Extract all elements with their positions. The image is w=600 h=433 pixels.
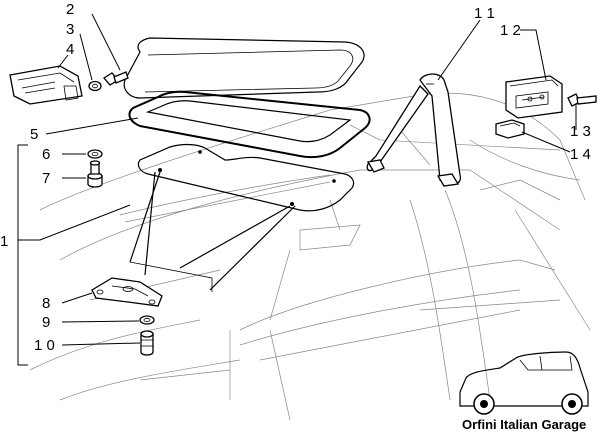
part-13-screw [567, 93, 597, 107]
part-14-clip [495, 119, 525, 139]
part-8-bracket [91, 277, 163, 307]
part-9-washer [139, 315, 155, 325]
callout-12: 1 2 [500, 22, 521, 39]
watermark-car-logo [459, 351, 589, 415]
part-4-handle [9, 65, 83, 105]
callout-9: 9 [42, 314, 50, 331]
part-12-latch [505, 75, 563, 119]
callout-10: 1 0 [34, 337, 55, 354]
callout-14: 1 4 [570, 146, 591, 163]
part-7-knob [87, 160, 103, 188]
callout-7: 7 [42, 170, 50, 187]
callout-11: 1 1 [474, 5, 495, 22]
sunroof-seal-frame [128, 90, 371, 159]
callout-3: 3 [66, 21, 74, 38]
part-11-support-strut [366, 73, 462, 187]
sunroof-glass-panel [123, 37, 365, 99]
part-3-washer [88, 80, 102, 92]
callout-4: 4 [66, 41, 74, 58]
callout-6: 6 [42, 146, 50, 163]
callout-leaders [17, 13, 577, 366]
callout-5: 5 [30, 126, 38, 143]
callout-1: 1 [0, 233, 8, 250]
part-10-bolt [140, 330, 154, 356]
fixing-guides [129, 171, 296, 292]
part-2-screw [103, 71, 129, 86]
sunroof-inner-panel [137, 143, 355, 212]
part-6-washer [87, 149, 103, 159]
watermark-text: Orfini Italian Garage [462, 417, 586, 432]
callout-2: 2 [66, 1, 74, 18]
callout-13: 1 3 [570, 123, 591, 140]
callout-8: 8 [42, 295, 50, 312]
